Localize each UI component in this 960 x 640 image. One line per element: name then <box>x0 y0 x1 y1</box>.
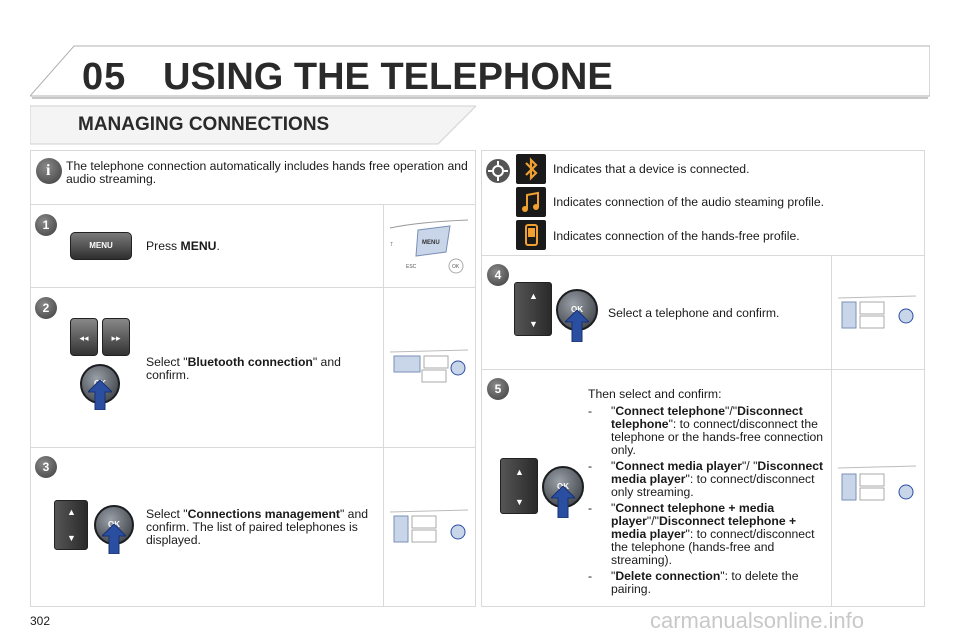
menu-button[interactable]: MENU <box>70 232 132 260</box>
step-2-text: Select "Bluetooth connection" and confir… <box>146 355 341 382</box>
forward-button[interactable]: ▸▸ <box>102 318 130 356</box>
rewind-button[interactable]: ◂◂ <box>70 318 98 356</box>
svg-text:T: T <box>390 242 393 248</box>
svg-text:MENU: MENU <box>422 240 440 246</box>
step-badge-4: 4 <box>487 264 509 286</box>
up-arrow-icon <box>102 524 126 554</box>
section-title: MANAGING CONNECTIONS <box>78 114 330 135</box>
step-badge-3: 3 <box>35 456 57 478</box>
bluetooth-icon <box>516 154 546 184</box>
page-number: 302 <box>30 614 51 628</box>
chapter-title: USING THE TELEPHONE <box>163 56 613 98</box>
indicator-text-1: Indicates that a device is connected. <box>553 162 750 176</box>
console-diagram-5 <box>837 465 917 501</box>
info-text: The telephone connection automatically i… <box>66 159 468 186</box>
up-arrow-icon <box>565 310 589 342</box>
svg-text:OK: OK <box>452 264 460 270</box>
step-1-text: Press MENU. <box>146 239 220 253</box>
updown-button-4[interactable]: ▲ ▼ <box>514 282 552 336</box>
info-icon: i <box>36 158 62 184</box>
header-frame <box>30 45 930 99</box>
gear-icon <box>486 159 510 183</box>
step-3-text: Select "Connections management" and conf… <box>146 507 369 547</box>
svg-text:ESC: ESC <box>406 264 417 270</box>
watermark: carmanualsonline.info <box>650 608 865 633</box>
indicator-text-3: Indicates connection of the hands-free p… <box>553 229 800 243</box>
step-4-text: Select a telephone and confirm. <box>608 306 780 320</box>
updown-button-5[interactable]: ▲ ▼ <box>500 458 538 514</box>
up-arrow-icon <box>88 380 112 410</box>
up-arrow-icon <box>551 486 575 518</box>
phone-icon <box>516 220 546 250</box>
section-header: MANAGING CONNECTIONS <box>30 104 476 146</box>
right-panel <box>481 150 925 607</box>
indicator-text-2: Indicates connection of the audio steami… <box>553 195 825 209</box>
step-badge-1: 1 <box>35 214 57 236</box>
step-badge-2: 2 <box>35 297 57 319</box>
step-5-intro: Then select and confirm: <box>588 387 722 401</box>
step-badge-5: 5 <box>487 378 509 400</box>
music-note-icon <box>516 187 546 217</box>
console-diagram-1: MENU ESC OK T <box>389 219 469 274</box>
section-frame <box>30 105 476 145</box>
console-diagram-3 <box>389 509 469 543</box>
console-diagram-4 <box>837 295 917 329</box>
console-diagram-2 <box>389 349 469 383</box>
updown-button-3[interactable]: ▲ ▼ <box>54 500 88 550</box>
chapter-number: 05 <box>82 56 127 98</box>
chapter-header: 05 USING THE TELEPHONE <box>30 44 930 100</box>
